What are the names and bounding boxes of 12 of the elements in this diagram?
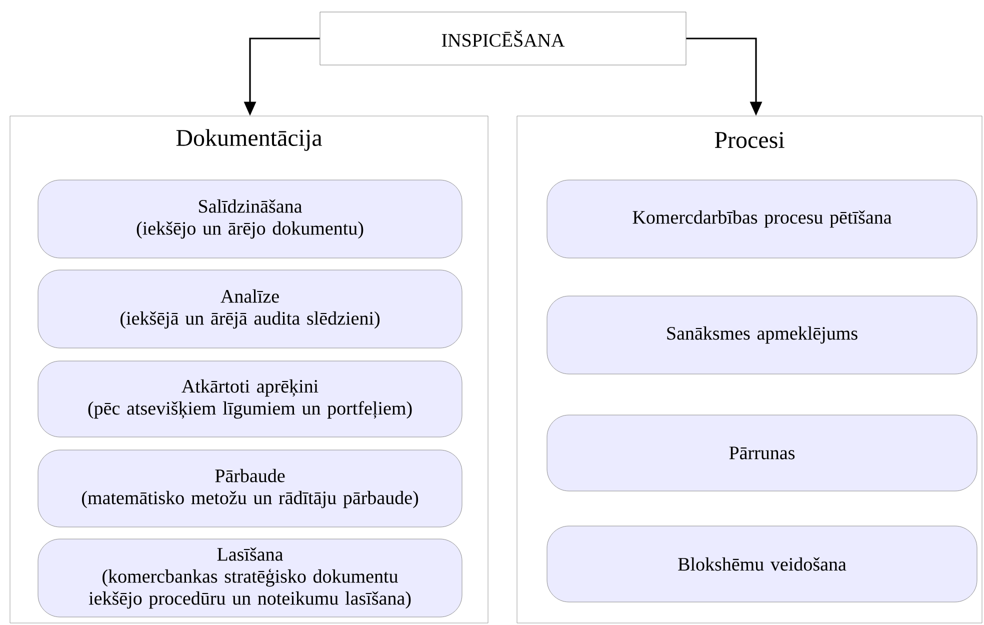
rounded-box: Salīdzināšana (iekšējo un ārējo dokumentu) [38,180,462,258]
panel-heading: Dokumentācija [176,129,322,151]
rounded-box: Atkārtoti aprēķini (pēc atsevišķiem līgumiem un portfeļiem) [38,360,462,438]
rounded-box: Pārrunas [546,414,978,492]
panel-heading: Procesi [714,132,784,148]
rounded-box: Sanāksmes apmeklējums [546,296,978,374]
rounded-box: Blokshēmu veidošana [546,526,978,602]
rounded-box: Lasīšana (komercbankas stratēģisko dokumentu iekšējo procedūru un noteikumu lasīšana) [38,538,462,618]
rounded-box: Pārbaude (matemātisko metožu un rādītāju pārbaude) [38,450,462,528]
rounded-box: Komercdarbības procesu pētīšana [546,180,978,258]
title-box: INSPICĒŠANA [320,12,686,66]
rounded-box: Analīze (iekšējā un ārējā audita slēdzieni) [38,270,462,348]
